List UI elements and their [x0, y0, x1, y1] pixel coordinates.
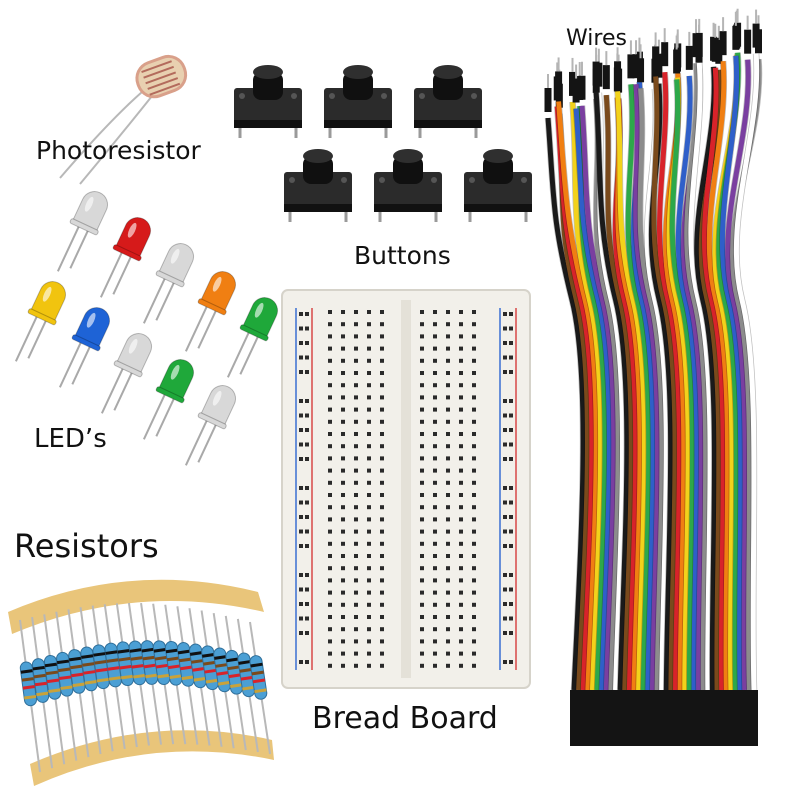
resistor-icon — [115, 603, 138, 748]
jumper-wire-icon — [624, 40, 653, 746]
label-wires: Wires — [566, 26, 627, 51]
label-photoresistor: Photoresistor — [36, 136, 201, 165]
resistor-icon — [67, 609, 90, 758]
led-icon — [56, 191, 109, 272]
label-breadboard: Bread Board — [312, 701, 498, 736]
jumper-wire-icon — [572, 64, 613, 746]
jumper-wire-icon — [569, 57, 604, 746]
resistor-icon — [103, 604, 126, 750]
jumper-wire-icon — [675, 31, 701, 746]
resistor-icon — [91, 605, 114, 752]
label-resistors: Resistors — [14, 527, 159, 565]
jumper-wire-icon — [701, 23, 727, 746]
led-icon — [226, 297, 279, 378]
resistor-icon — [249, 621, 271, 755]
jumper-wire-icon — [656, 28, 683, 746]
push-button-icon — [284, 149, 352, 222]
label-leds: LED’s — [34, 424, 107, 454]
push-button-icon — [464, 149, 532, 222]
resistor-icon — [152, 603, 175, 745]
jumper-wire-icon — [602, 51, 635, 746]
led-icon — [100, 333, 153, 414]
led-icon — [14, 281, 67, 362]
push-button-icon — [374, 149, 442, 222]
resistor-icon — [176, 606, 199, 745]
jumper-wire-icon — [614, 47, 648, 746]
push-button-icon — [234, 65, 302, 138]
jumper-wire-icon — [544, 74, 587, 746]
jumper-wire-icon — [724, 15, 752, 746]
jumper-wire-icon — [719, 11, 745, 746]
jumper-wire-icon — [636, 44, 666, 746]
led-icon — [184, 385, 237, 466]
jumper-wire-icon — [669, 35, 696, 746]
led-icon — [99, 217, 152, 298]
resistor-icon — [79, 607, 102, 755]
jumper-wire-icon — [578, 61, 617, 746]
jumper-wire-icon — [555, 57, 600, 746]
resistor-icon — [31, 617, 54, 769]
led-icon — [142, 243, 195, 324]
jumper-wire-icon — [632, 40, 661, 746]
led-icon — [184, 271, 237, 352]
push-button-icon — [414, 65, 482, 138]
label-buttons: Buttons — [354, 241, 451, 270]
jumper-wire-icon — [592, 47, 631, 746]
jumper-wire-icon — [687, 18, 714, 746]
push-button-icon — [324, 65, 392, 138]
jumper-wire-icon — [650, 32, 679, 746]
jumper-wire-icon — [733, 9, 760, 746]
resistor-icon — [55, 611, 78, 761]
led-icon — [142, 359, 195, 440]
jumper-wire-icon — [706, 17, 731, 746]
led-icon — [58, 307, 111, 388]
